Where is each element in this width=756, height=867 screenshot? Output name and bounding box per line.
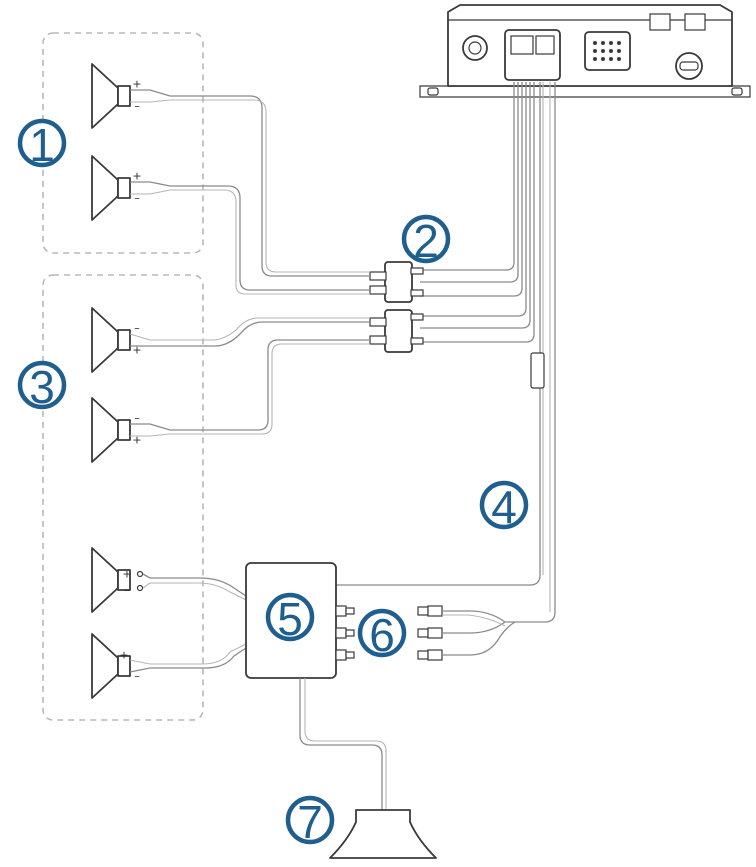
speaker-4-top-polarity: – <box>134 412 140 425</box>
zone-1-group-box <box>42 32 204 254</box>
speaker-3-top-polarity: – <box>134 322 140 335</box>
speaker-wires <box>150 95 370 669</box>
callout-5: 5 <box>265 592 315 645</box>
speaker-6-bottom-polarity: – <box>134 670 140 683</box>
callout-6: 6 <box>357 608 407 661</box>
speaker-6: + – <box>91 633 151 699</box>
speaker-3-bottom-polarity: + <box>132 344 141 357</box>
callout-2-label: 2 <box>413 215 439 267</box>
speaker-2-top-polarity: + <box>132 170 141 183</box>
subwoofer <box>329 809 437 859</box>
callout-1-label: 1 <box>29 119 55 171</box>
speaker-3: – + <box>91 307 151 373</box>
callout-7: 7 <box>285 795 335 848</box>
speaker-1-bottom-polarity: – <box>134 100 140 113</box>
amp-harness-wires <box>336 82 556 623</box>
speaker-5-top-polarity: + <box>122 568 131 581</box>
callout-1: 1 <box>17 118 67 171</box>
callout-4-label: 4 <box>491 481 517 533</box>
callout-2: 2 <box>401 214 451 267</box>
wire-connector-lower <box>369 309 424 353</box>
speaker-6-top-polarity: + <box>119 649 128 662</box>
speaker-5: + – <box>91 547 151 613</box>
callout-6-label: 6 <box>369 609 395 661</box>
speaker-1-top-polarity: + <box>132 78 141 91</box>
rca-connectors <box>335 605 516 661</box>
wire-connector-upper <box>369 261 424 303</box>
speaker-4: – + <box>91 397 171 463</box>
amplifier-unit <box>419 4 751 98</box>
speaker-1: + – <box>91 63 171 129</box>
callout-3-label: 3 <box>29 361 55 413</box>
speaker-4-bottom-polarity: + <box>132 434 141 447</box>
subwoofer-wires <box>299 678 383 810</box>
callout-3: 3 <box>17 360 67 413</box>
callout-5-label: 5 <box>277 593 303 645</box>
speaker-2: + – <box>91 155 171 221</box>
speaker-5-bottom-polarity: – <box>124 584 130 597</box>
callout-4: 4 <box>479 480 529 533</box>
zone-3-group-box <box>42 274 204 721</box>
callout-7-label: 7 <box>297 796 323 848</box>
speaker-2-bottom-polarity: – <box>134 192 140 205</box>
